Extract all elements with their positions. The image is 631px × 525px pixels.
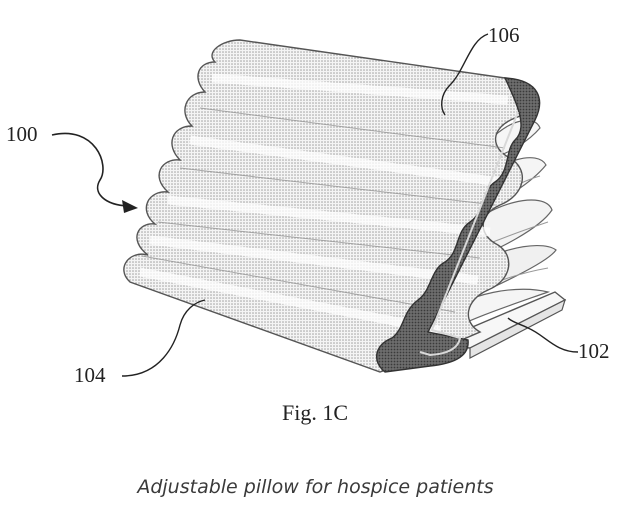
wedge-side-face xyxy=(376,77,541,373)
leader-104 xyxy=(121,299,206,377)
leader-106 xyxy=(441,33,489,116)
ridge-highlight-4 xyxy=(149,235,479,285)
ref-label-102: 102 xyxy=(578,339,610,363)
ridge-highlight-1 xyxy=(211,73,509,105)
ridge-highlight-3 xyxy=(167,195,491,237)
figure-label: Fig. 1C xyxy=(282,400,348,425)
callout-100: 100 xyxy=(6,122,138,213)
callout-102: 102 xyxy=(507,317,610,363)
ref-label-100: 100 xyxy=(6,122,38,146)
leader-100 xyxy=(51,132,129,207)
ridge-highlight-5 xyxy=(139,267,441,335)
callout-106: 106 xyxy=(441,23,520,116)
figure-caption: Adjustable pillow for hospice patients xyxy=(137,476,494,498)
arrowhead-100 xyxy=(122,200,138,213)
callout-104: 104 xyxy=(74,299,206,387)
groove-lines xyxy=(141,107,506,313)
leader-102 xyxy=(507,317,579,353)
wedge-side-inner xyxy=(419,111,519,357)
ridge-highlight-2 xyxy=(189,135,501,187)
wedge-side-profile xyxy=(376,77,541,373)
base-plate-edge xyxy=(469,298,566,359)
wedge-body xyxy=(123,39,530,373)
ref-label-104: 104 xyxy=(74,363,106,387)
ref-label-106: 106 xyxy=(488,23,520,47)
